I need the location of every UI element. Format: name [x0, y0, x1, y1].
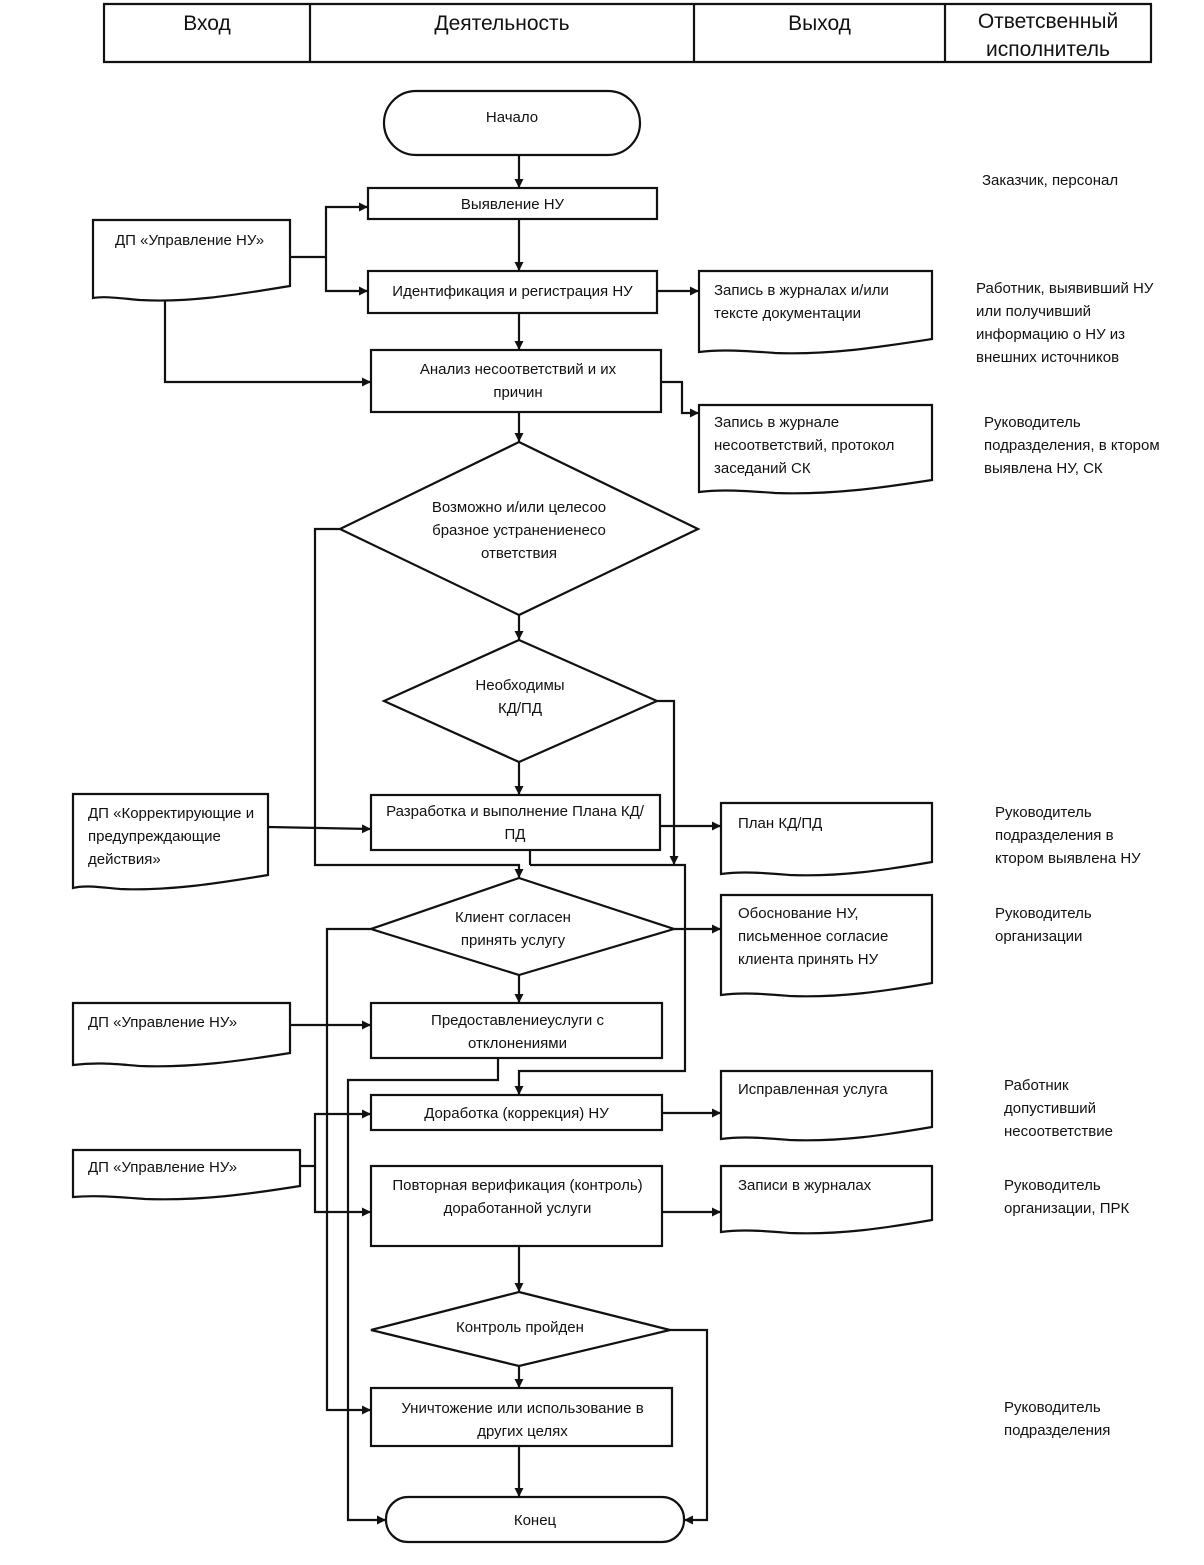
- responsible-5: Руководитель организации: [995, 905, 1092, 945]
- identify-label: Выявление НУ: [460, 195, 565, 213]
- output-journal-entries-text: Записи в журналах: [738, 1177, 872, 1194]
- doc-input-dp-nu-2: [71, 1001, 292, 1068]
- reverify-label: Повторная верификация (контроль) доработ…: [392, 1177, 643, 1217]
- responsible-3: Руководитель подразделения, в ктором выя…: [984, 414, 1160, 477]
- plan-label: Разработка и выполнение Плана КД/ПД: [386, 803, 644, 843]
- doc-output-justification: [719, 893, 934, 998]
- decision-kdpd-label: Необходимы КД/ПД: [475, 677, 565, 717]
- deviation-label: Предоставлениеуслуги с отклонениями: [431, 1012, 604, 1052]
- doc-output-journal-entries: [719, 1164, 934, 1235]
- header-col-activity: Деятельность: [310, 3, 694, 63]
- start-label: Начало: [485, 108, 539, 126]
- flow-arrow: [313, 527, 524, 878]
- header-col-output: Выход: [694, 3, 945, 63]
- end-label: Конец: [513, 1511, 557, 1529]
- doc-output-nonconformity-record: [697, 403, 934, 495]
- doc-output-plan-kdpd: [719, 801, 934, 877]
- doc-input-dp-corrective: [71, 792, 270, 891]
- flow-arrow: [163, 300, 371, 387]
- doc-output-corrected-service: [719, 1069, 934, 1142]
- output-nonconformity-record-text: Запись в журнале несоответствий, протоко…: [714, 414, 895, 477]
- register-label: Идентификация и регистрация НУ: [392, 282, 633, 300]
- decision-client-label: Клиент согласен принять услугу: [455, 909, 571, 949]
- input-dp-nu-3-text: ДП «Управление НУ»: [88, 1159, 238, 1176]
- responsible-7: Руководитель организации, ПРК: [1004, 1177, 1130, 1217]
- flow-arrow: [661, 380, 699, 418]
- flow-arrow: [267, 824, 372, 834]
- doc-input-dp-nu-3: [71, 1148, 302, 1201]
- start-terminal: [382, 89, 642, 157]
- input-dp-nu-1-text: ДП «Управление НУ»: [115, 232, 265, 249]
- flow-arrow: [657, 699, 679, 865]
- flow-arrow: [300, 1109, 371, 1168]
- output-journal-record-text: Запись в журналах и/или тексте документа…: [714, 282, 889, 322]
- flow-arrow: [670, 1328, 709, 1525]
- responsible-6: Работник допустивший несоответствие: [1004, 1077, 1113, 1140]
- correction-label: Доработка (коррекция) НУ: [424, 1104, 609, 1122]
- output-plan-kdpd-text: План КД/ПД: [738, 815, 823, 832]
- destroy-label: Уничтожение или использование в других ц…: [401, 1400, 644, 1440]
- responsible-4: Руководитель подразделения в ктором выяв…: [995, 804, 1141, 867]
- responsible-2: Работник, выявивший НУ или получивший ин…: [976, 280, 1154, 366]
- input-dp-nu-2-text: ДП «Управление НУ»: [88, 1014, 238, 1031]
- header-col-responsible: Ответсвенный исполнитель: [945, 3, 1151, 63]
- output-corrected-service-text: Исправленная услуга: [738, 1081, 888, 1098]
- header-col-input: Вход: [104, 3, 310, 63]
- process-plan: [369, 793, 662, 852]
- flow-arrow: [346, 1058, 500, 1525]
- process-reverify: [369, 1164, 664, 1248]
- output-justification-text: Обоснование НУ, письменное согласие клие…: [738, 905, 889, 968]
- doc-output-journal-record: [697, 269, 934, 355]
- decision-possible-label: Возможно и/или целесообразное устранение…: [431, 498, 607, 562]
- responsible-1: Заказчик, персонал: [982, 172, 1119, 189]
- flow-arrow: [324, 257, 368, 296]
- flow-arrow: [290, 202, 368, 259]
- doc-input-dp-nu-1: [91, 218, 292, 302]
- process-identify: [366, 186, 659, 221]
- process-deviation: [369, 1001, 664, 1060]
- analysis-label: Анализ несоответствий и их причин: [419, 361, 617, 401]
- flow-arrow: [313, 1166, 371, 1217]
- flow-arrow: [514, 863, 687, 1095]
- decision-control-label: Контроль пройден: [456, 1318, 584, 1336]
- responsible-8: Руководитель подразделения: [1004, 1399, 1111, 1439]
- input-dp-corrective-text: ДП «Корректирующие и предупреждающие дей…: [88, 805, 255, 868]
- process-destroy: [369, 1386, 674, 1448]
